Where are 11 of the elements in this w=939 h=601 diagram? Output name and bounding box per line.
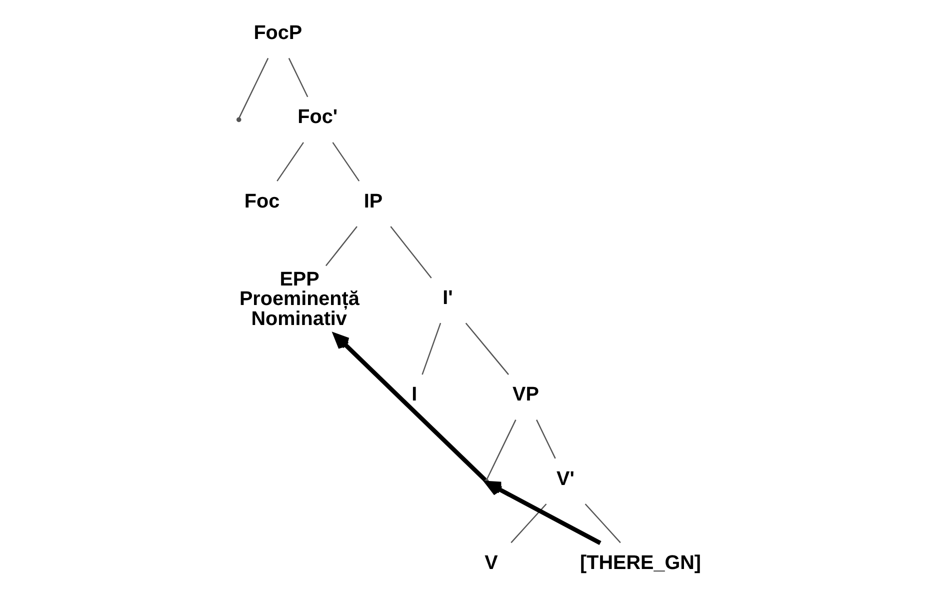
node-text: V bbox=[484, 552, 498, 574]
node-text: VP bbox=[512, 384, 539, 406]
node-text: [THERE_GN] bbox=[580, 552, 702, 574]
node-text: IP bbox=[364, 190, 383, 212]
node-text: Foc bbox=[244, 190, 280, 212]
node-text: V' bbox=[556, 468, 574, 490]
node-text: EPP Proeminență Nominativ bbox=[239, 268, 360, 330]
node-text: I' bbox=[442, 286, 453, 309]
node-text: Foc' bbox=[298, 106, 338, 128]
node-text: I bbox=[412, 384, 418, 406]
node-text: FocP bbox=[254, 22, 302, 44]
